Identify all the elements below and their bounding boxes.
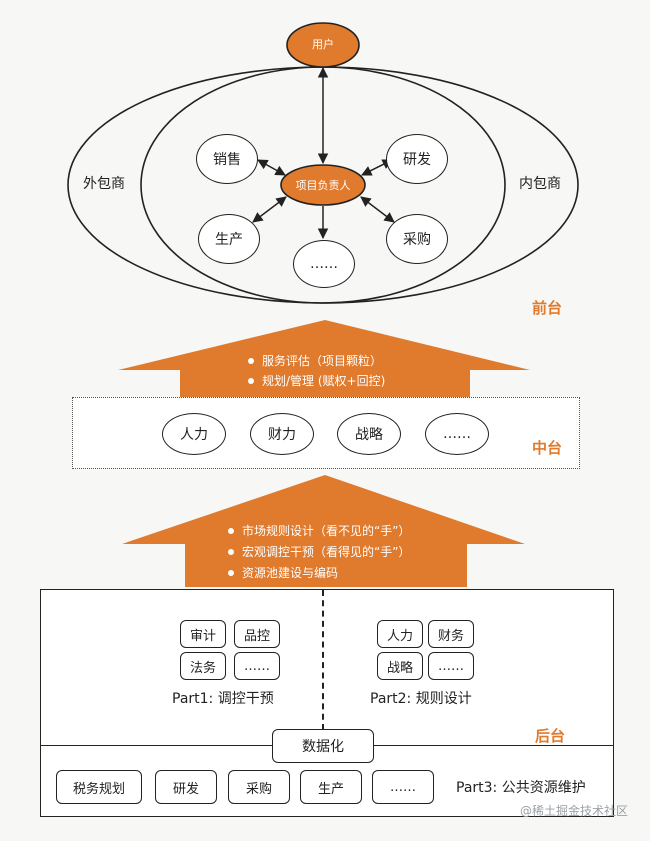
back-bullet-3-text: 资源池建设与编码 — [242, 566, 339, 580]
middle-bullet-2-text: 规划/管理 (赋权+回控) — [262, 374, 386, 388]
part2-item-hr: 人力 — [377, 620, 423, 648]
back-bullet-2: 宏观调控干预（看得见的“手”） — [228, 543, 410, 560]
rd-node: 研发 — [386, 134, 448, 184]
part3-item-purchasing: 采购 — [228, 770, 290, 804]
part2-item-more: …… — [428, 652, 474, 680]
part2-item-finance: 财务 — [428, 620, 474, 648]
rd-label: 研发 — [403, 152, 431, 168]
part2-item-more-label: …… — [438, 658, 464, 674]
part3-item-production: 生产 — [300, 770, 362, 804]
part1-title: Part1: 调控干预 — [172, 691, 274, 707]
back-bullet-2-text: 宏观调控干预（看得见的“手”） — [242, 545, 411, 559]
bullet-dot — [248, 377, 254, 384]
production-label: 生产 — [215, 232, 243, 248]
part1-item-more-label: …… — [244, 658, 270, 674]
middle-bullet-1: 服务评估（项目颗粒） — [248, 352, 382, 369]
user-label: 用户 — [312, 38, 334, 51]
bullet-dot — [228, 548, 234, 555]
watermark: @稀土掘金技术社区 — [519, 804, 628, 818]
middle-arrow — [118, 320, 530, 400]
middle-item-hr: 人力 — [162, 413, 226, 455]
arrow-pm-production — [252, 196, 287, 223]
back-layer-label: 后台 — [535, 727, 566, 745]
outsourcer-label: 外包商 — [83, 176, 125, 192]
part1-item-legal-label: 法务 — [189, 660, 216, 676]
digitize-label: 数据化 — [302, 739, 344, 755]
part3-item-more-label: …… — [390, 779, 416, 795]
front-layer-label: 前台 — [532, 299, 563, 317]
pm-node — [280, 164, 366, 206]
back-bullet-1: 市场规则设计（看不见的“手”） — [228, 522, 410, 539]
front-stage-diagram — [67, 22, 579, 304]
part1-item-qc-label: 品控 — [243, 628, 270, 644]
middle-bullet-2: 规划/管理 (赋权+回控) — [248, 372, 385, 389]
part2-title: Part2: 规则设计 — [370, 691, 472, 707]
arrow-pm-sales — [257, 159, 286, 176]
part3-item-rd: 研发 — [155, 770, 217, 804]
part1-item-qc: 品控 — [234, 620, 280, 648]
part3-title: Part3: 公共资源维护 — [456, 780, 586, 796]
part3-item-more: …… — [372, 770, 434, 804]
bullet-dot — [248, 357, 254, 364]
middle-item-hr-label: 人力 — [180, 427, 208, 443]
middle-item-strategy: 战略 — [337, 413, 401, 455]
back-dashed-separator — [322, 590, 324, 730]
middle-stage-box — [72, 397, 580, 469]
digitize-box: 数据化 — [272, 729, 374, 763]
part1-item-audit: 审计 — [180, 620, 226, 648]
part3-item-production-label: 生产 — [317, 781, 344, 797]
part2-item-finance-label: 财务 — [437, 628, 464, 644]
outsourcer-node: 外包商 — [72, 160, 136, 206]
sales-label: 销售 — [213, 152, 241, 168]
more-node: …… — [293, 240, 355, 288]
part3-item-tax-label: 税务规划 — [72, 781, 125, 797]
bullet-dot — [228, 569, 234, 576]
sales-node: 销售 — [196, 134, 258, 184]
back-bullet-3: 资源池建设与编码 — [228, 564, 338, 581]
middle-item-finance: 财力 — [250, 413, 314, 455]
middle-item-finance-label: 财力 — [268, 427, 296, 443]
part2-item-strategy-label: 战略 — [386, 660, 413, 676]
middle-item-strategy-label: 战略 — [355, 427, 383, 443]
part2-item-strategy: 战略 — [377, 652, 423, 680]
production-node: 生产 — [198, 214, 260, 264]
more-label: …… — [310, 256, 338, 272]
insourcer-label: 内包商 — [519, 176, 561, 192]
insourcer-node: 内包商 — [508, 160, 572, 206]
purchasing-label: 采购 — [403, 232, 431, 248]
part3-item-tax: 税务规划 — [56, 770, 142, 804]
part2-item-hr-label: 人力 — [386, 628, 413, 644]
middle-bullet-1-text: 服务评估（项目颗粒） — [262, 354, 383, 368]
back-bullet-1-text: 市场规则设计（看不见的“手”） — [242, 524, 411, 538]
pm-label: 项目负责人 — [295, 179, 351, 192]
middle-item-more: …… — [425, 413, 489, 455]
bullet-dot — [228, 527, 234, 534]
part1-item-legal: 法务 — [180, 652, 226, 680]
middle-item-more-label: …… — [443, 426, 471, 442]
middle-layer-label: 中台 — [532, 439, 563, 457]
part3-item-purchasing-label: 采购 — [245, 781, 272, 797]
part1-item-audit-label: 审计 — [189, 628, 216, 644]
part1-item-more: …… — [234, 652, 280, 680]
back-arrow — [122, 475, 525, 587]
purchasing-node: 采购 — [386, 214, 448, 264]
part3-item-rd-label: 研发 — [172, 781, 199, 797]
arrow-pm-purchasing — [360, 196, 395, 223]
